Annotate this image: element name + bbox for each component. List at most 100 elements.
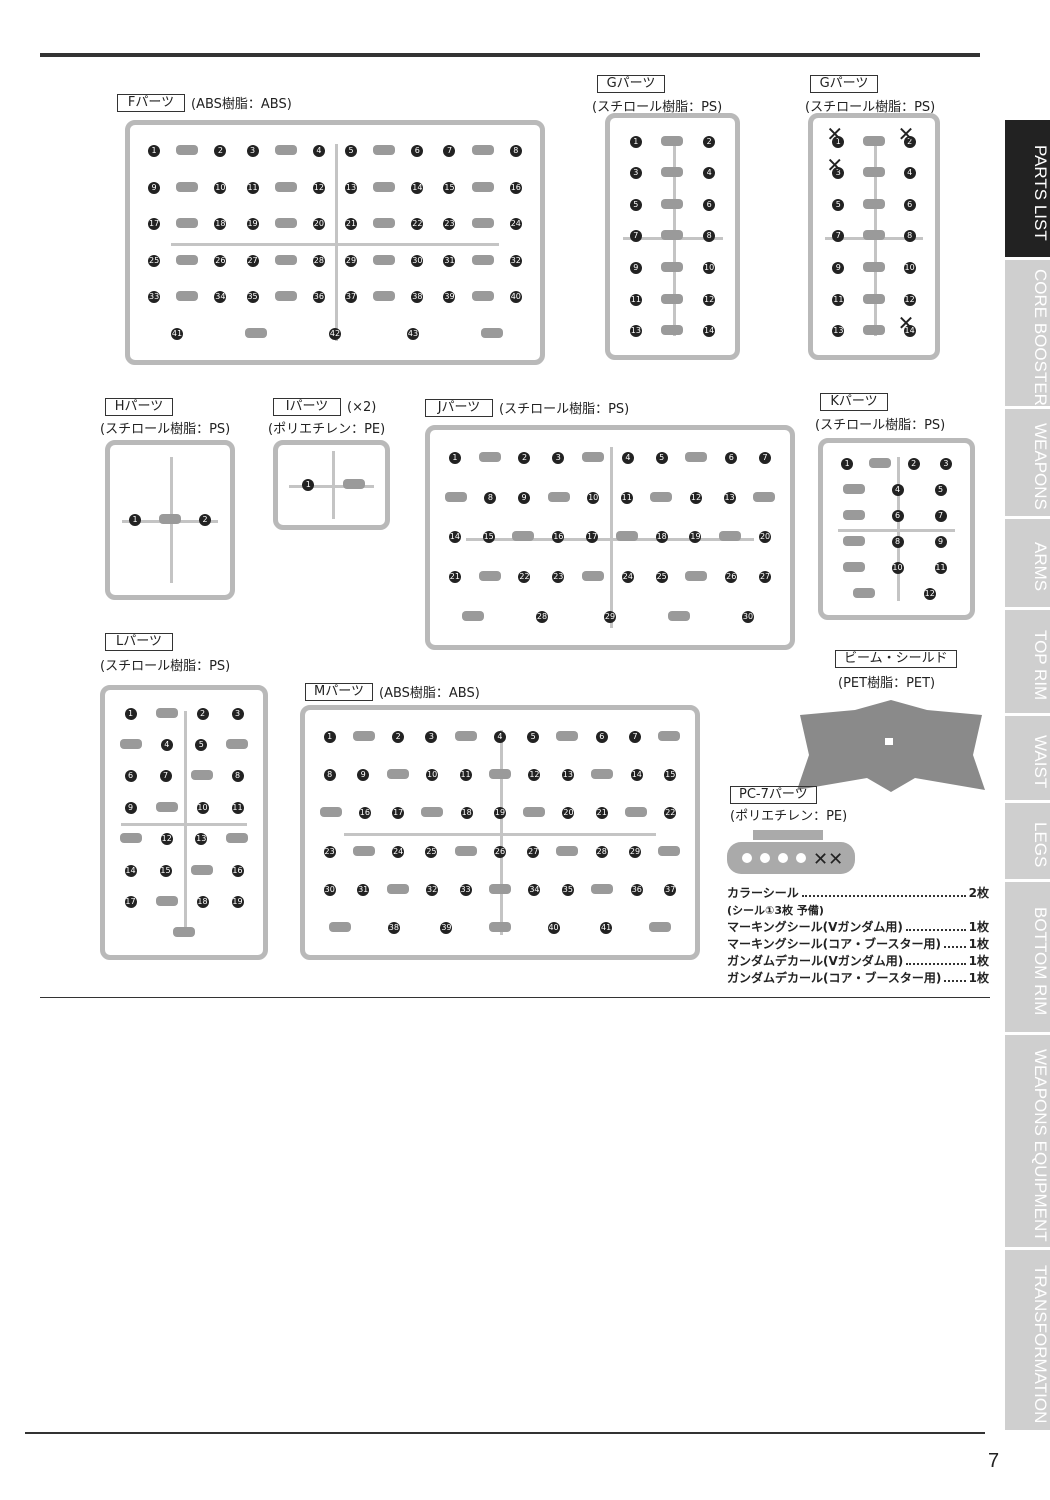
- part-number: 8: [703, 230, 716, 243]
- tab-weapons[interactable]: WEAPONS: [1005, 409, 1050, 516]
- part-number: 6: [903, 198, 916, 211]
- part-number: 13: [345, 181, 358, 194]
- part-number: 7: [832, 230, 845, 243]
- part-number: 16: [509, 181, 522, 194]
- pc7-material: (ポリエチレン：PE): [730, 809, 848, 824]
- part-shape: [120, 833, 143, 844]
- part-number: 3: [425, 731, 438, 744]
- part-number: 9: [934, 536, 947, 548]
- tab-transformation[interactable]: TRANSFORMATION: [1005, 1250, 1050, 1430]
- runner-name: Mパーツ: [305, 682, 373, 701]
- part-number: 7: [629, 230, 642, 243]
- part-number: 12: [528, 769, 541, 782]
- part-shape: [471, 145, 494, 156]
- part-number: 32: [426, 883, 439, 896]
- tab-legs[interactable]: LEGS: [1005, 803, 1050, 879]
- runner-name: Fパーツ: [117, 93, 185, 112]
- part-number: 11: [629, 293, 642, 306]
- part-shape: [386, 769, 409, 780]
- part-number: 10: [903, 262, 916, 275]
- part-shape: [862, 262, 885, 273]
- part-shape: [862, 230, 885, 241]
- part-number: 33: [148, 291, 161, 304]
- part-number: 18: [655, 531, 668, 544]
- tab-bottom-rim[interactable]: BOTTOM RIM: [1005, 882, 1050, 1032]
- part-number: 3: [629, 167, 642, 180]
- part-number: 23: [323, 845, 336, 858]
- part-number: 35: [561, 883, 574, 896]
- tab-top-rim[interactable]: TOP RIM: [1005, 610, 1050, 713]
- part-shape: [386, 883, 409, 894]
- part-number: 10: [587, 491, 600, 504]
- part-shape: [842, 536, 865, 546]
- part-shape: [661, 325, 684, 336]
- part-number: 10: [214, 181, 227, 194]
- part-shape: [478, 451, 501, 462]
- part-shape: [591, 769, 614, 780]
- runner-material: (スチロール樹脂：PS): [815, 418, 946, 433]
- part-number: 37: [664, 883, 677, 896]
- part-number: 3: [552, 451, 565, 464]
- part-shape: [582, 571, 605, 582]
- part-shape: [661, 135, 684, 146]
- part-shape: [454, 731, 477, 742]
- part-number: 22: [411, 218, 424, 231]
- part-number: 14: [448, 531, 461, 544]
- bottom-rule: [25, 1432, 985, 1434]
- tab-core-booster[interactable]: CORE BOOSTER: [1005, 260, 1050, 406]
- part-number: 10: [196, 801, 209, 814]
- tab-parts-list[interactable]: PARTS LIST: [1005, 120, 1050, 257]
- part-number: 4: [903, 167, 916, 180]
- part-shape: [661, 167, 684, 178]
- part-shape: [176, 254, 199, 265]
- part-number: 3: [246, 145, 259, 158]
- part-number: 28: [312, 254, 325, 267]
- part-shape: [245, 327, 267, 338]
- part-shape: [862, 135, 885, 146]
- part-number: 37: [345, 291, 358, 304]
- runner-j-label: Jパーツ(スチロール樹脂：PS): [425, 398, 629, 417]
- part-shape: [685, 571, 708, 582]
- part-shape: [225, 739, 248, 750]
- part-shape: [274, 218, 297, 229]
- part-number: 29: [604, 611, 616, 624]
- part-number: 14: [124, 864, 137, 877]
- part-number: 3: [231, 707, 244, 720]
- part-shape: [274, 145, 297, 156]
- part-number: 2: [703, 135, 716, 148]
- part-number: 9: [357, 769, 370, 782]
- beam-shield-part: [797, 700, 985, 792]
- part-number: 24: [392, 845, 405, 858]
- part-number: 15: [664, 769, 677, 782]
- part-number: 5: [195, 739, 208, 752]
- part-number: 13: [195, 833, 208, 846]
- part-number: 7: [629, 731, 642, 744]
- runner-i: 1: [273, 440, 390, 530]
- part-number: 2: [214, 145, 227, 158]
- tab-waist[interactable]: WAIST: [1005, 716, 1050, 800]
- tab-weapons-equipment[interactable]: WEAPONS EQUIPMENT: [1005, 1035, 1050, 1247]
- part-number: 9: [629, 262, 642, 275]
- part-number: 35: [246, 291, 259, 304]
- pc7-part: ✕✕: [727, 830, 855, 874]
- part-shape: [352, 845, 375, 856]
- part-number: 6: [595, 731, 608, 744]
- part-number: 17: [392, 807, 405, 820]
- part-shape: [319, 807, 342, 818]
- part-number: 26: [214, 254, 227, 267]
- part-number: 15: [482, 531, 495, 544]
- part-number: 12: [160, 833, 173, 846]
- part-shape: [685, 451, 708, 462]
- tab-arms[interactable]: ARMS: [1005, 519, 1050, 607]
- part-number: 38: [387, 921, 400, 934]
- part-number: 17: [148, 218, 161, 231]
- part-number: 9: [832, 262, 845, 275]
- part-shape: [274, 181, 297, 192]
- part-shape: [658, 845, 681, 856]
- part-shape: [471, 218, 494, 229]
- part-number: 4: [312, 145, 325, 158]
- runner-h-label: Hパーツ: [105, 398, 173, 416]
